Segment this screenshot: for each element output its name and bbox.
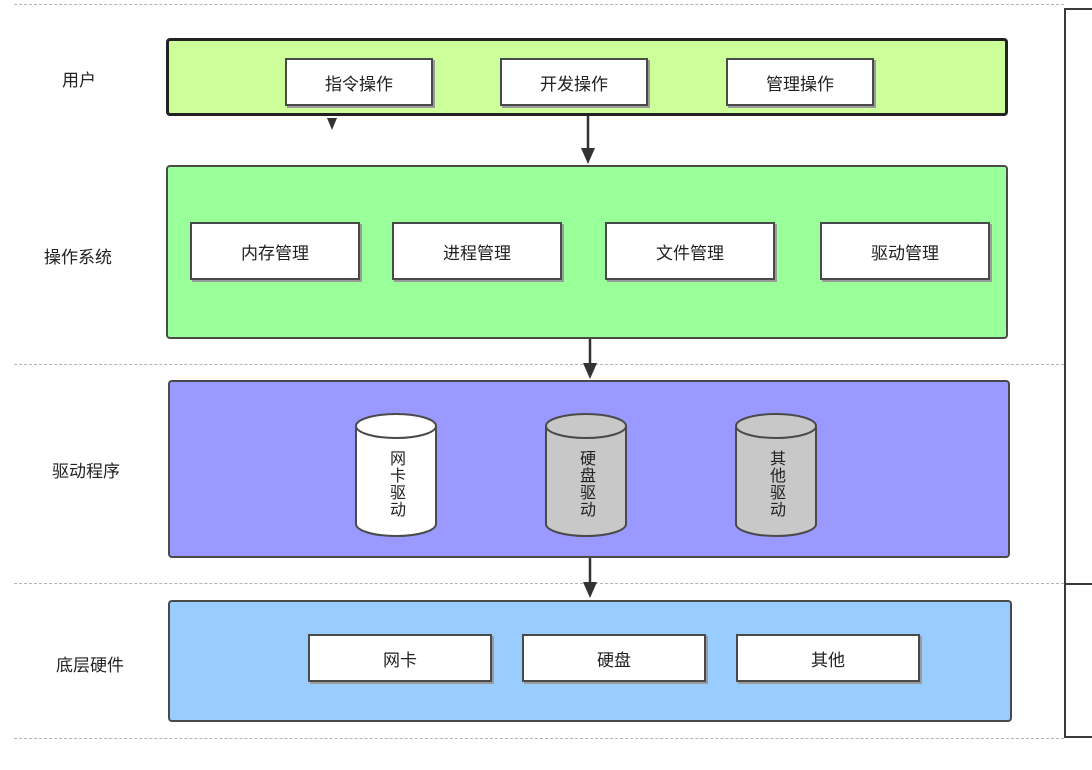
cylinder-other-driver: 其他驱动: [734, 412, 818, 538]
box-file-management: 文件管理: [605, 222, 775, 280]
right-bracket-tick: [1064, 583, 1092, 585]
separator-bottom: [14, 738, 1064, 739]
layer-label-drivers: 驱动程序: [52, 462, 120, 482]
separator-1: [14, 364, 1064, 365]
box-memory-management: 内存管理: [190, 222, 360, 280]
arrow-os-to-drivers: [583, 339, 597, 379]
box-command-operation: 指令操作: [285, 58, 433, 106]
box-driver-management: 驱动管理: [820, 222, 990, 280]
box-nic: 网卡: [308, 634, 492, 682]
separator-2: [14, 583, 1064, 584]
cylinder-label: 网卡驱动: [387, 450, 406, 518]
layer-label-os: 操作系统: [44, 248, 112, 268]
small-pointer-mark: [327, 118, 337, 130]
arrow-user-to-os: [581, 116, 595, 164]
right-bracket: [1064, 8, 1092, 738]
layer-label-user: 用户: [62, 71, 96, 91]
layer-label-hardware: 底层硬件: [56, 656, 124, 676]
box-disk: 硬盘: [522, 634, 706, 682]
box-admin-operation: 管理操作: [726, 58, 874, 106]
cylinder-label: 硬盘驱动: [577, 450, 596, 518]
box-other: 其他: [736, 634, 920, 682]
separator-top: [14, 4, 1064, 5]
cylinder-disk-driver: 硬盘驱动: [544, 412, 628, 538]
cylinder-label: 其他驱动: [767, 450, 786, 518]
box-process-management: 进程管理: [392, 222, 562, 280]
box-dev-operation: 开发操作: [500, 58, 648, 106]
cylinder-nic-driver: 网卡驱动: [354, 412, 438, 538]
arrow-drivers-to-hardware: [583, 558, 597, 598]
